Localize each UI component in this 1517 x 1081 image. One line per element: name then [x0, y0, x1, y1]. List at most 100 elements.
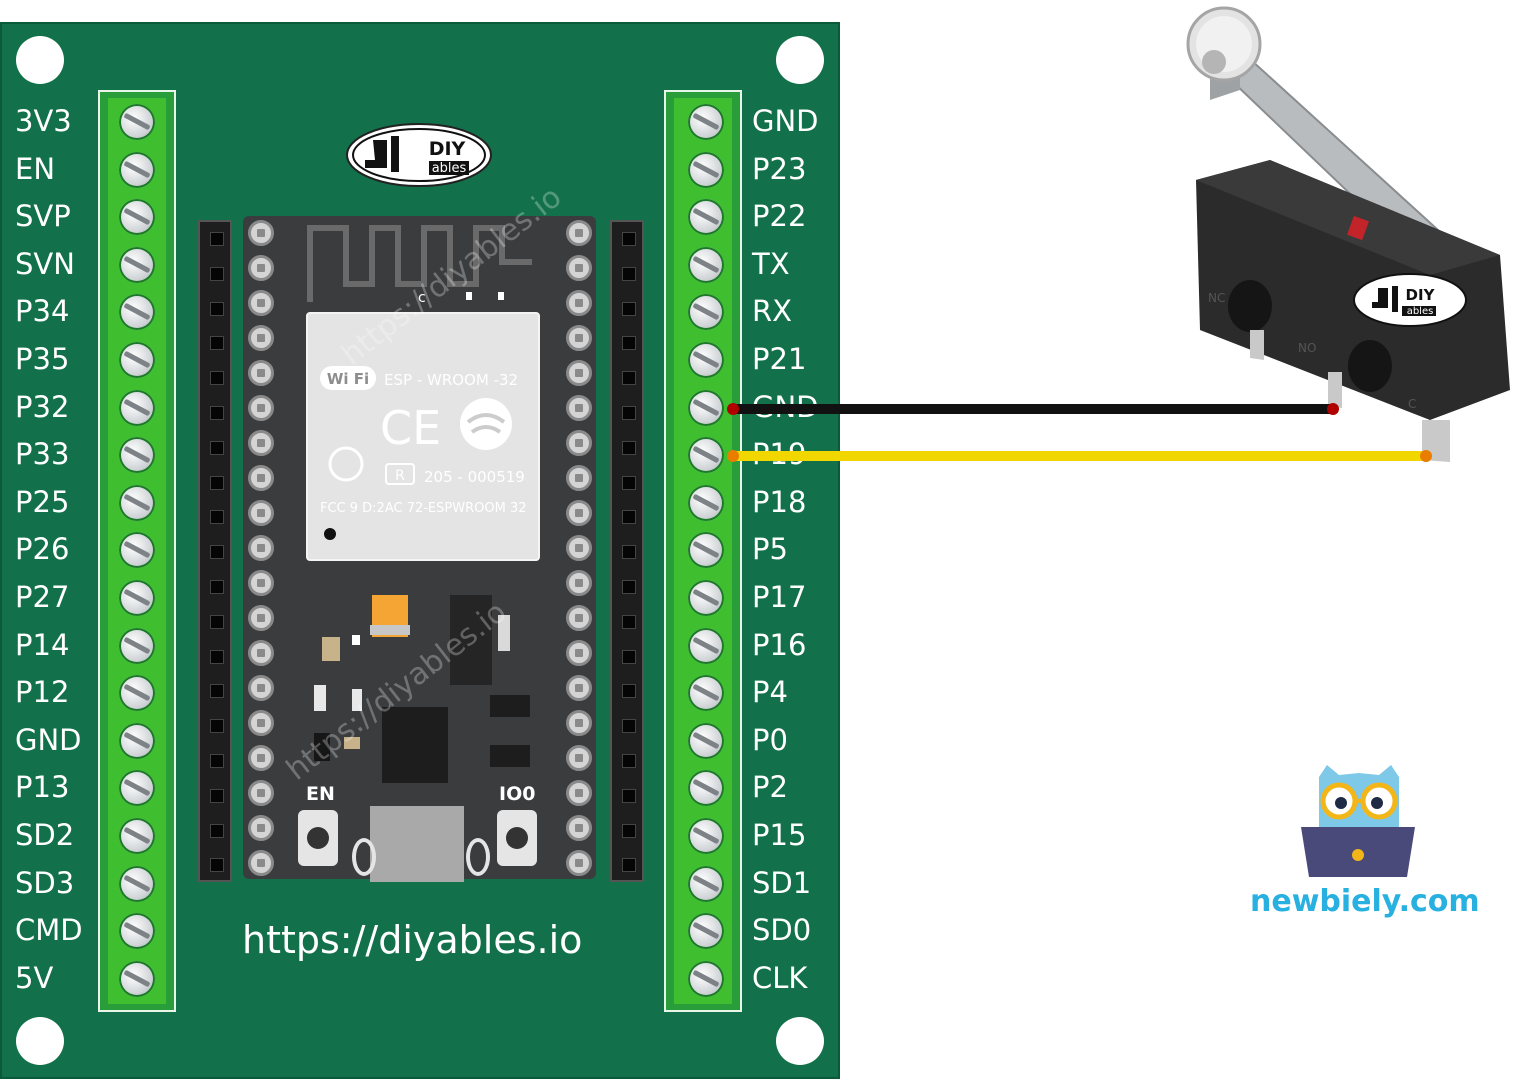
right-esp-pad	[566, 780, 592, 806]
left-terminal-screw	[119, 960, 155, 997]
mounting-hole-bottom-right	[776, 1017, 824, 1065]
right-pin-label: CLK	[752, 960, 808, 995]
wifi-mark: Wi Fi	[327, 370, 369, 388]
right-terminal-screw	[688, 722, 724, 759]
left-esp-pad	[248, 255, 274, 281]
right-esp-pad	[566, 850, 592, 876]
module-name: ESP - WROOM -32	[384, 371, 518, 389]
mounting-hole-top-left	[16, 36, 64, 84]
left-terminal-screw	[119, 722, 155, 759]
usb-tab-left	[352, 838, 376, 876]
left-terminal-screw	[119, 151, 155, 188]
wire-signal-end	[1420, 450, 1432, 462]
left-pin-label: P13	[15, 770, 70, 805]
io0-button[interactable]	[497, 810, 537, 866]
left-pin-label: P35	[15, 342, 70, 376]
right-terminal-screw	[688, 104, 724, 140]
left-pin-label: P26	[15, 532, 70, 567]
board-url: https://diyables.io	[242, 918, 583, 962]
left-esp-pad	[248, 465, 274, 491]
antenna-mark: c	[418, 290, 426, 306]
right-terminal-screw	[688, 246, 724, 283]
right-terminal-screw	[688, 389, 724, 426]
switch-logo-bottom: ables	[1407, 306, 1434, 317]
right-esp-pad	[566, 290, 592, 316]
left-esp-pad	[248, 780, 274, 806]
left-terminal-screw	[119, 104, 155, 140]
en-button[interactable]	[298, 810, 338, 866]
pcb-antenna: c	[307, 225, 532, 306]
left-pin-label: SVP	[15, 199, 71, 234]
right-terminal-screw	[688, 865, 724, 902]
right-pin-label: P23	[752, 151, 807, 186]
switch-terminal-c: C	[1408, 397, 1416, 411]
left-terminal-screw	[119, 627, 155, 664]
right-terminal-screw	[688, 342, 724, 378]
pcb-components	[314, 595, 530, 783]
right-esp-pad	[566, 605, 592, 631]
left-esp-pad	[248, 360, 274, 386]
left-pin-label: 5V	[15, 960, 54, 995]
left-terminal-screw	[119, 770, 155, 807]
right-pin-label: P22	[752, 199, 807, 234]
left-pin-label: P27	[15, 580, 70, 614]
left-terminal-screw	[119, 913, 155, 950]
mounting-hole-top-right	[776, 36, 824, 84]
left-pin-label: P25	[15, 484, 70, 519]
left-terminal-screw	[119, 818, 155, 854]
right-pin-label: P16	[752, 627, 807, 662]
right-terminal-screw	[688, 294, 724, 331]
left-pin-label: P33	[15, 437, 70, 472]
newbiely-owl-icon	[1301, 765, 1415, 877]
right-pin-label: P5	[752, 532, 788, 567]
left-pin-label: SD2	[15, 818, 75, 852]
left-terminal-screw	[119, 199, 155, 236]
right-terminal-screw	[688, 437, 724, 474]
switch-logo-top: DIY	[1406, 286, 1436, 304]
right-pin-label: RX	[752, 294, 793, 329]
left-pin-label: SD3	[15, 865, 75, 900]
left-pin-label: P12	[15, 675, 70, 710]
left-pin-label: GND	[15, 722, 82, 757]
right-esp-pad	[566, 710, 592, 736]
left-terminal-screw	[119, 437, 155, 474]
brand-text: newbiely.com	[1250, 884, 1480, 919]
left-pin-header	[198, 220, 232, 882]
left-esp-pad	[248, 640, 274, 666]
right-terminal-screw	[688, 818, 724, 854]
right-esp-pad	[566, 535, 592, 561]
left-terminal-screw	[119, 580, 155, 616]
left-esp-pad	[248, 430, 274, 456]
right-esp-pad	[566, 570, 592, 596]
left-pin-label: P14	[15, 627, 70, 662]
left-pin-label: CMD	[15, 913, 83, 948]
right-esp-pad	[566, 255, 592, 281]
right-pin-header	[610, 220, 644, 882]
left-esp-pad	[248, 395, 274, 421]
mounting-hole-bottom-left	[16, 1017, 64, 1065]
left-esp-pad	[248, 850, 274, 876]
left-pin-label: P32	[15, 389, 70, 424]
left-esp-pad	[248, 605, 274, 631]
left-terminal-screw	[119, 484, 155, 521]
left-pin-label: P34	[15, 294, 70, 329]
right-terminal-screw	[688, 532, 724, 569]
right-pin-label: P21	[752, 342, 807, 376]
left-terminal-screw	[119, 675, 155, 712]
reg-mark: R	[395, 468, 405, 484]
right-terminal-screw	[688, 913, 724, 950]
right-esp-pad	[566, 325, 592, 351]
wroom-module: Wi Fi ESP - WROOM -32 CE R 205 - 000519 …	[306, 312, 540, 561]
right-terminal-screw	[688, 580, 724, 616]
switch-terminal-no: NO	[1298, 341, 1316, 355]
right-terminal-screw	[688, 484, 724, 521]
right-esp-pad	[566, 465, 592, 491]
right-esp-pad	[566, 430, 592, 456]
left-esp-pad	[248, 500, 274, 526]
wire-signal-start	[727, 450, 739, 462]
ce-mark: CE	[380, 401, 441, 455]
usb-port	[370, 806, 464, 882]
right-esp-pad	[566, 675, 592, 701]
right-esp-pad	[566, 395, 592, 421]
right-pin-label: P15	[752, 818, 807, 852]
